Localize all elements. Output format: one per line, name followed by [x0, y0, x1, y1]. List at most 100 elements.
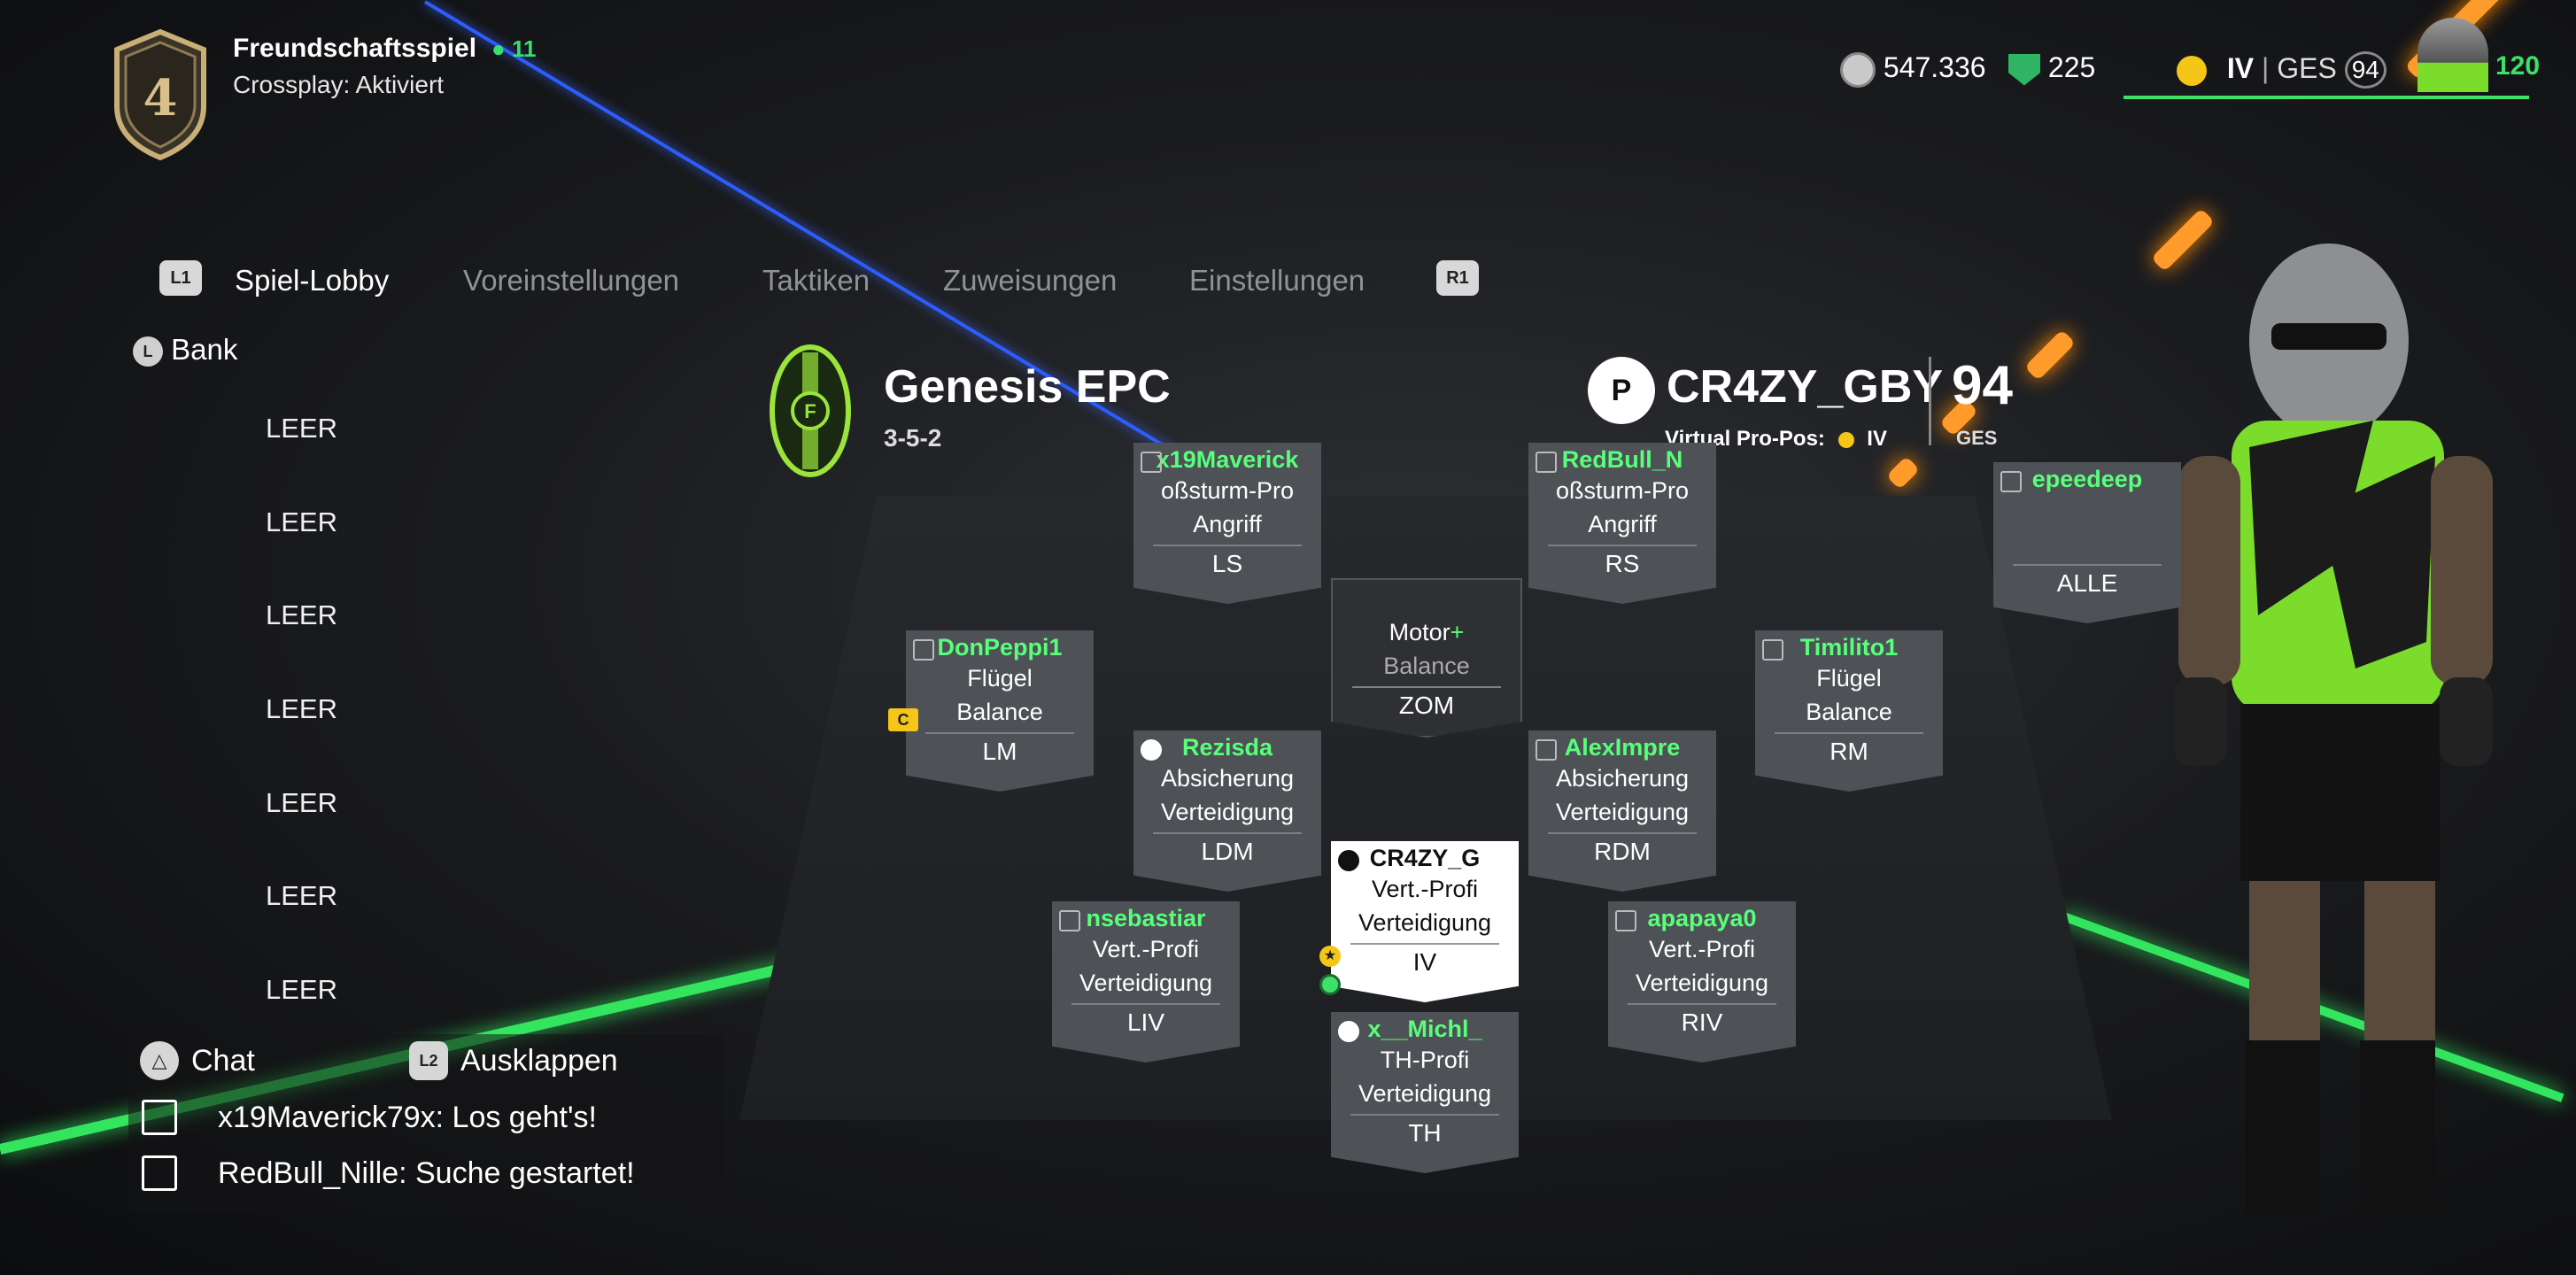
card-role: Verteidigung [1160, 799, 1295, 825]
bench-slot[interactable]: LEER [266, 693, 337, 724]
bench-slot[interactable]: LEER [266, 880, 337, 911]
bench-slot[interactable]: LEER [266, 599, 337, 630]
l2-button-icon: L2 [409, 1041, 448, 1080]
position-card-th[interactable]: x__Michl_ TH-Profi Verteidigung TH [1331, 1012, 1519, 1173]
r1-button[interactable]: R1 [1436, 260, 1479, 296]
pc-icon [142, 1155, 177, 1191]
ges-label: GES [2277, 52, 2337, 84]
crossplay-status: Crossplay: Aktiviert [233, 71, 445, 98]
position-card-rm[interactable]: Timilito1 Flügel Balance RM [1755, 630, 1943, 792]
bench-slot[interactable]: LEER [266, 413, 337, 444]
card-role: Angriff [1193, 511, 1262, 537]
bench-header[interactable]: L Bank [133, 333, 237, 367]
pc-icon [1536, 739, 1557, 761]
card-archetype: Absicherung [1160, 765, 1295, 792]
tab-spiel-lobby[interactable]: Spiel-Lobby [235, 264, 390, 297]
tunnel-light [2024, 329, 2076, 381]
playstation-icon [1338, 1021, 1359, 1042]
tab-taktiken[interactable]: Taktiken [762, 264, 870, 297]
divider [1548, 832, 1697, 834]
card-player-name: AlexImpre [1564, 734, 1681, 761]
card-role: Balance [956, 699, 1043, 725]
club-badge-icon: F [770, 344, 851, 477]
position-card-riv[interactable]: apapaya0 Vert.-Profi Verteidigung RIV [1608, 901, 1796, 1062]
tab-zuweisungen[interactable]: Zuweisungen [943, 264, 1118, 297]
team-name: Genesis EPC [884, 361, 1171, 413]
position-card-ldm[interactable]: Rezisda Absicherung Verteidigung LDM [1133, 730, 1321, 892]
coin-icon [1840, 51, 1876, 88]
card-player-name: x19Maverick [1156, 446, 1299, 473]
header-avatar [2417, 18, 2488, 92]
divider [1548, 545, 1697, 546]
position-card-ls[interactable]: x19Maverick oßsturm-Pro Angriff LS [1133, 443, 1321, 604]
position-card-reserve[interactable]: epeedeep ALLE [1993, 462, 2181, 623]
mode-title: Freundschaftsspiel [233, 34, 477, 63]
card-player-name: Rezisda [1181, 734, 1273, 761]
pc-icon [142, 1100, 177, 1135]
card-player-name: Timilito1 [1799, 634, 1899, 661]
l1-button[interactable]: L1 [159, 260, 202, 296]
star-icon: ★ [1319, 946, 1341, 967]
coins-value: 547.336 [1883, 51, 1986, 83]
position-card-rs[interactable]: RedBull_N oßsturm-Pro Angriff RS [1528, 443, 1716, 604]
card-archetype: oßsturm-Pro [1160, 477, 1295, 504]
position-card-zom[interactable]: Motor+ Balance ZOM [1331, 578, 1522, 738]
rank-number: 4 [143, 69, 178, 128]
card-player-name: apapaya0 [1647, 905, 1757, 931]
playstation-icon [1338, 850, 1359, 871]
points-shield-icon [2008, 53, 2040, 86]
divider [1350, 943, 1499, 945]
player-ovr-label: GES [1956, 427, 1998, 449]
position-card-rdm[interactable]: AlexImpre Absicherung Verteidigung RDM [1528, 730, 1716, 892]
level-bar [2123, 96, 2529, 99]
card-position: IV [1412, 948, 1437, 976]
pro-avatar-figure [2174, 243, 2493, 1217]
card-role: Verteidigung [1358, 1080, 1492, 1107]
card-position: RDM [1594, 838, 1651, 865]
points-value: 225 [2047, 51, 2096, 83]
pc-icon [1762, 639, 1783, 661]
card-archetype: Vert.-Profi [1092, 936, 1200, 962]
tunnel-light [1885, 455, 1921, 491]
pc-icon [913, 639, 934, 661]
card-player-name: DonPeppi1 [937, 634, 1063, 661]
position-card-lm[interactable]: DonPeppi1 Flügel Balance LM [906, 630, 1094, 792]
bench-slot[interactable]: LEER [266, 506, 337, 537]
plus-icon: + [1450, 619, 1465, 645]
card-position: TH [1408, 1119, 1442, 1147]
card-player-name: RedBull_N [1561, 446, 1683, 473]
card-archetype: Vert.-Profi [1648, 936, 1756, 962]
card-role: Balance [1806, 699, 1892, 725]
card-role: Angriff [1588, 511, 1657, 537]
card-player-name: epeedeep [2031, 466, 2143, 492]
card-archetype: Absicherung [1555, 765, 1690, 792]
pc-icon [1141, 452, 1162, 473]
bench-slot[interactable]: LEER [266, 974, 337, 1005]
pc-icon [2000, 471, 2022, 492]
card-position: RM [1830, 738, 1868, 765]
divider [1350, 1114, 1499, 1116]
chat-message: RedBull_Nille: Suche gestartet! [142, 1155, 635, 1191]
playstation-icon [1141, 739, 1162, 761]
chat-title: Chat [191, 1043, 255, 1078]
position-dot-icon [1837, 431, 1854, 448]
divider [925, 732, 1074, 734]
card-position: RIV [1681, 1008, 1723, 1036]
position-card-iv-selected[interactable]: CR4ZY_G Vert.-Profi Verteidigung IV [1331, 841, 1519, 1002]
expand-chat-button[interactable]: L2 Ausklappen [409, 1041, 618, 1080]
triangle-button-icon: △ [140, 1041, 179, 1080]
card-player-name: x__Michl_ [1367, 1016, 1482, 1042]
position-card-liv[interactable]: nsebastiar Vert.-Profi Verteidigung LIV [1052, 901, 1240, 1062]
chat-message-text: RedBull_Nille: Suche gestartet! [218, 1155, 635, 1190]
chat-message-text: x19Maverick79x: Los geht's! [218, 1100, 597, 1134]
card-role: Verteidigung [1555, 799, 1690, 825]
chat-header[interactable]: △ Chat [140, 1041, 255, 1080]
card-position: LIV [1126, 1008, 1165, 1036]
position-display: IV | GES 94 [2177, 51, 2386, 89]
pc-icon [1536, 452, 1557, 473]
tab-einstellungen[interactable]: Einstellungen [1189, 264, 1365, 297]
bench-slot[interactable]: LEER [266, 787, 337, 818]
tab-voreinstellungen[interactable]: Voreinstellungen [463, 264, 680, 297]
card-position: LS [1211, 550, 1243, 577]
points-display: 225 [2008, 51, 2095, 86]
